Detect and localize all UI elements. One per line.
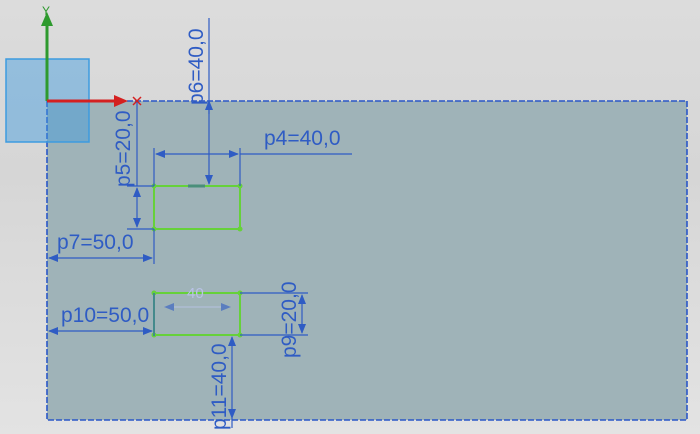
dimension-p10[interactable]: p10=50,0	[48, 293, 155, 336]
p4-label[interactable]: p4=40,0	[264, 127, 341, 150]
sketch-plate[interactable]	[46, 100, 688, 421]
dimension-p11[interactable]: p11=40,0	[208, 336, 236, 430]
dimension-p5[interactable]: p5=20,0	[112, 102, 154, 230]
p5-label[interactable]: p5=20,0	[112, 111, 135, 188]
ghost-dimension: 40	[187, 285, 204, 302]
dimension-p4[interactable]: p4=40,0	[153, 127, 352, 186]
slot-upper[interactable]	[151, 183, 243, 232]
p7-label[interactable]: p7=50,0	[57, 231, 134, 254]
p6-label[interactable]: p6=40,0	[185, 29, 208, 106]
dimension-p7[interactable]: p7=50,0	[48, 229, 155, 264]
x-marker-icon	[132, 96, 142, 106]
dimension-p9[interactable]: p9=20,0	[240, 282, 308, 359]
p11-label[interactable]: p11=40,0	[208, 343, 231, 430]
y-axis-label: Y	[42, 4, 50, 18]
p10-label[interactable]: p10=50,0	[61, 304, 149, 327]
coordinate-system-icon[interactable]: Y	[5, 4, 128, 143]
p9-label[interactable]: p9=20,0	[278, 282, 301, 359]
